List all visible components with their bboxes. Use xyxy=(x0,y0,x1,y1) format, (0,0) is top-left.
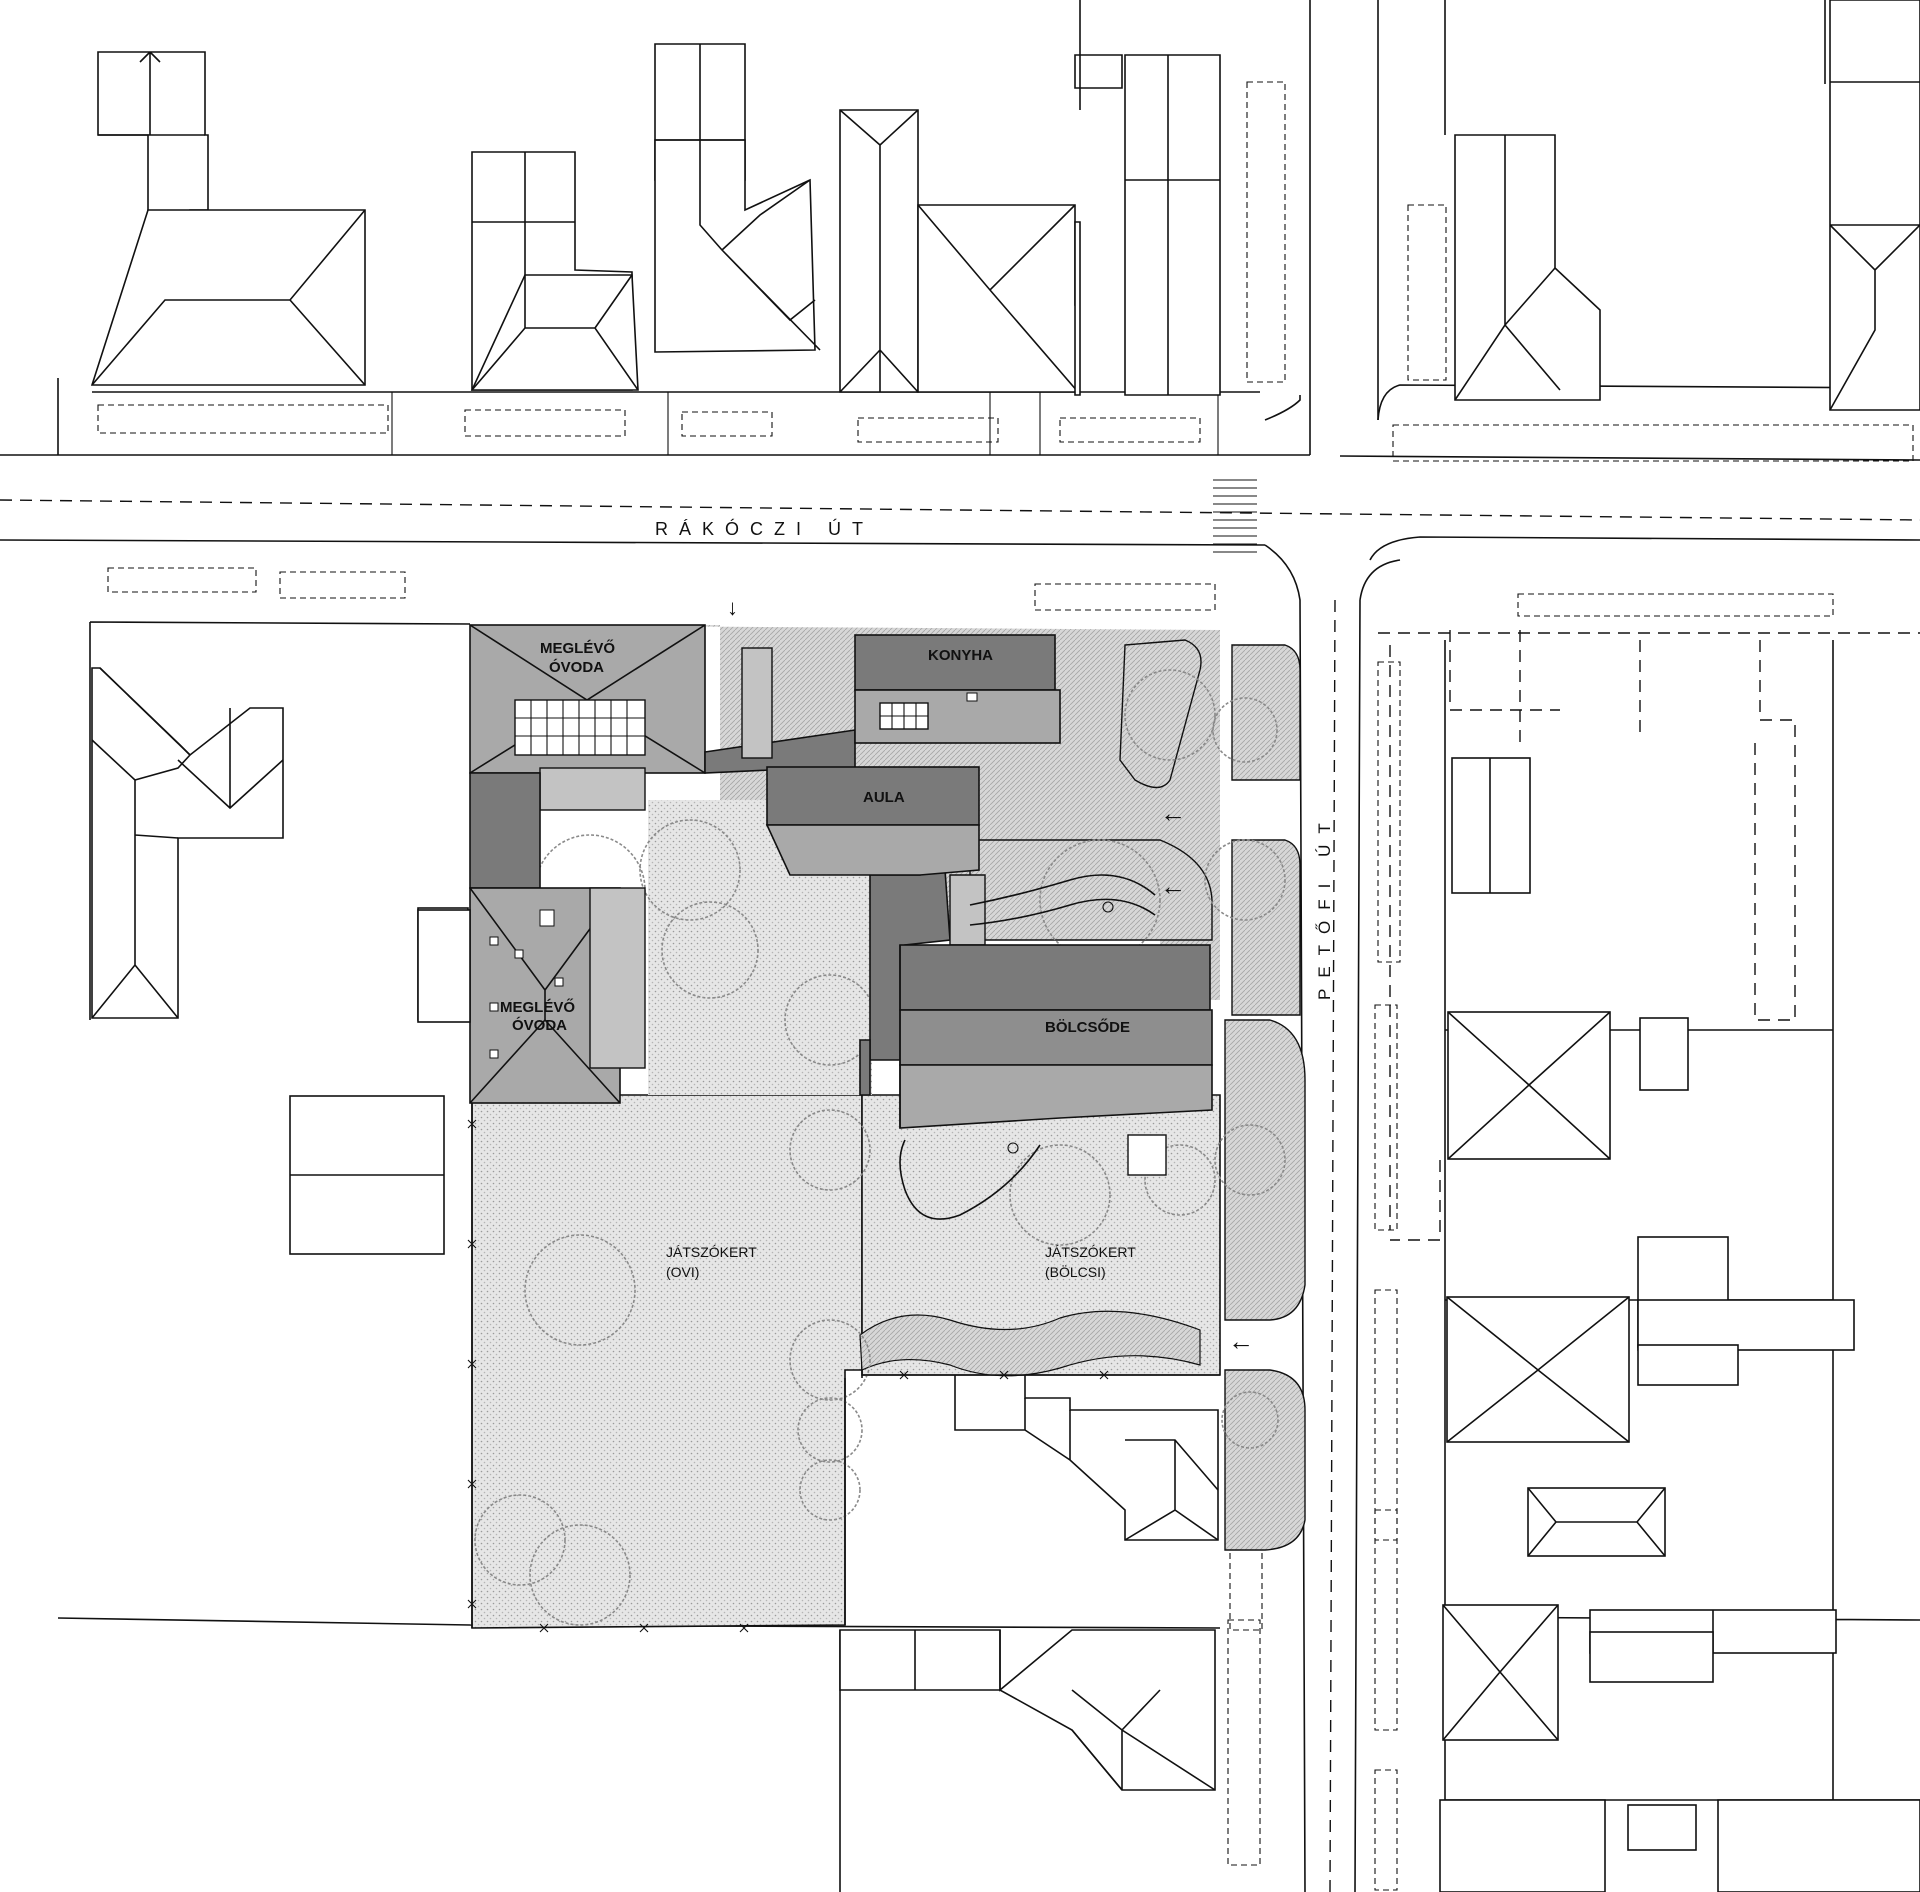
entrance-arrow-down-icon: ↓ xyxy=(727,595,738,620)
neighbor-houses-south xyxy=(839,1369,1219,1791)
neighbor-houses-east xyxy=(1439,757,1920,1892)
label-bolcsode: BÖLCSŐDE xyxy=(1045,1018,1130,1036)
label-ovoda-north-1: MEGLÉVŐ xyxy=(540,639,615,657)
street-label-rakoczi: RÁKÓCZI ÚT xyxy=(655,518,874,539)
label-garden-bolcsi-2: (BÖLCSI) xyxy=(1045,1263,1106,1280)
label-garden-ovi-1: JÁTSZÓKERT xyxy=(666,1244,757,1260)
entrance-arrow-icon: ← xyxy=(1160,871,1186,901)
neighbor-house-west xyxy=(91,667,284,1019)
labels: RÁKÓCZI ÚT PETŐFI ÚT MEGLÉVŐ ÓVODA KONYH… xyxy=(500,518,1334,1356)
label-ovoda-south-1: MEGLÉVŐ xyxy=(500,998,575,1016)
label-garden-ovi-2: (OVI) xyxy=(666,1264,699,1280)
label-garden-bolcsi-1: JÁTSZÓKERT xyxy=(1045,1244,1136,1260)
label-ovoda-south-2: ÓVODA xyxy=(512,1016,567,1034)
building-existing-kindergarten-south xyxy=(417,887,646,1104)
label-ovoda-north-2: ÓVODA xyxy=(549,658,604,676)
site-fence xyxy=(467,625,1220,1633)
playground-elements xyxy=(899,874,1167,1220)
entrance-arrow-icon: ← xyxy=(1228,1326,1254,1356)
label-konyha: KONYHA xyxy=(928,647,993,664)
entrance-arrow-icon: ← xyxy=(1160,798,1186,828)
building-aula xyxy=(765,766,986,946)
neighbor-houses-north xyxy=(90,0,1920,411)
building-bolcsode xyxy=(899,944,1213,1129)
street-label-petofi: PETŐFI ÚT xyxy=(1315,812,1334,1000)
pedestrian-crossing xyxy=(1213,479,1257,553)
label-aula: AULA xyxy=(863,789,905,806)
building-konyha xyxy=(854,634,1061,744)
